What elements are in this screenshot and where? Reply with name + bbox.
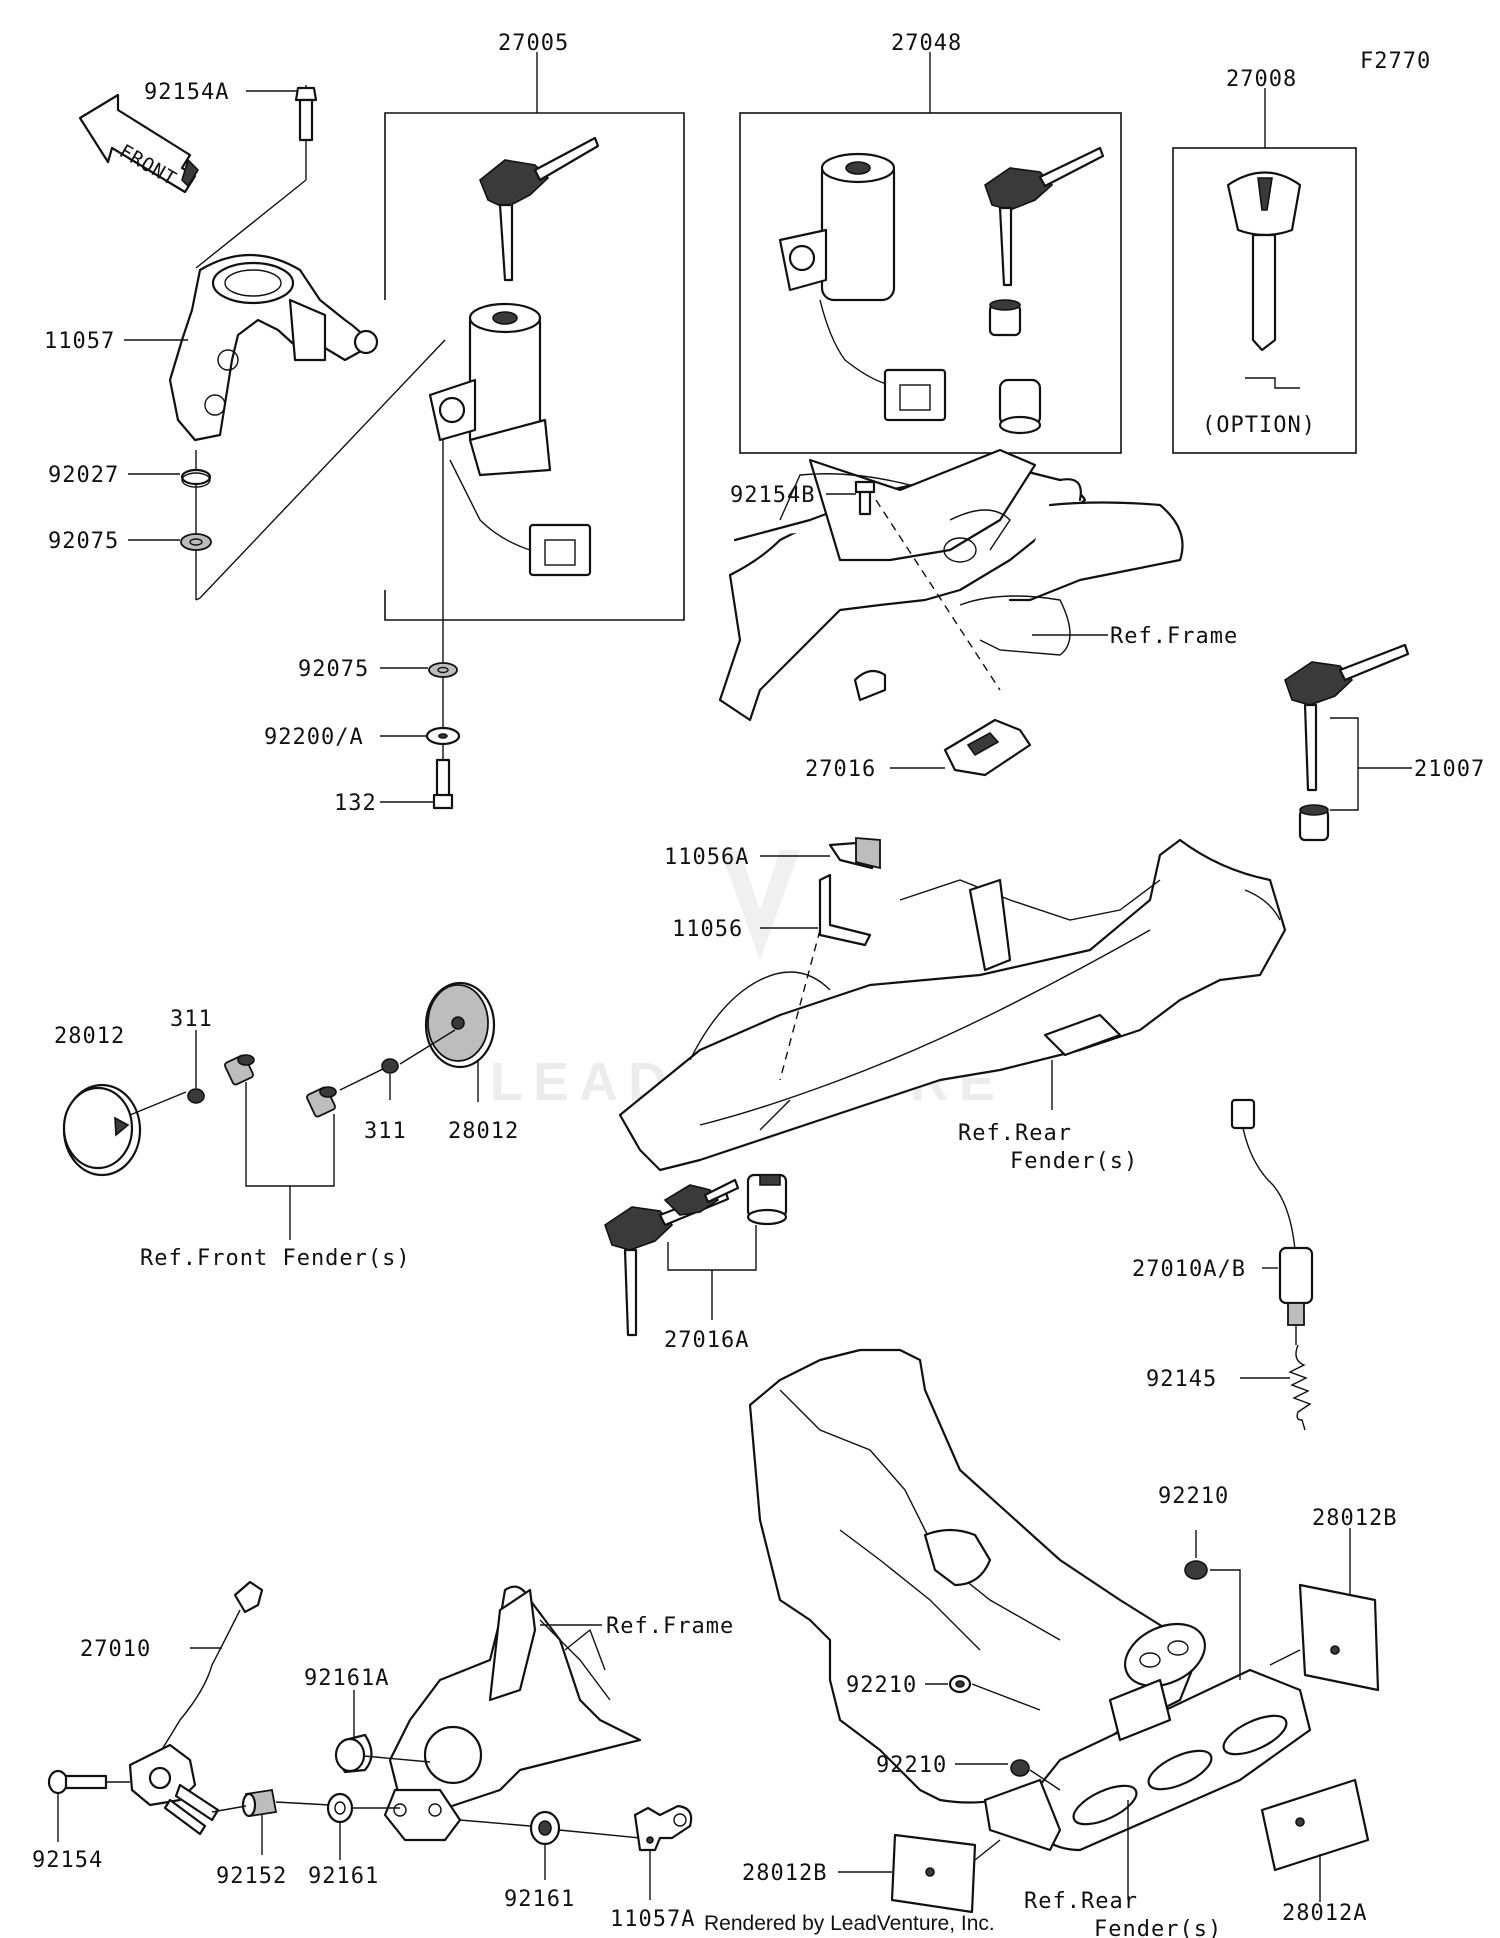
group-27005-box xyxy=(384,112,685,621)
nut-92210-b-icon xyxy=(948,1674,972,1694)
bracket-11057A-icon xyxy=(633,1804,693,1852)
label-92154A[interactable]: 92154A xyxy=(144,80,229,105)
spring-92145-icon xyxy=(1288,1344,1312,1431)
label-28012B-bot[interactable]: 28012B xyxy=(742,1861,827,1886)
nut-311-b-icon xyxy=(381,1058,399,1074)
label-11057[interactable]: 11057 xyxy=(44,329,115,354)
key-icon xyxy=(479,136,600,282)
label-11056A[interactable]: 11056A xyxy=(664,845,749,870)
ref-rear-fender-mid-1: Ref.Rear xyxy=(958,1121,1072,1146)
label-92210-a[interactable]: 92210 xyxy=(1158,1484,1229,1509)
key-21007-icon xyxy=(1284,643,1410,842)
bracket-11056-icon xyxy=(818,873,872,947)
footer-text: Rendered by LeadVenture, Inc. xyxy=(704,1912,995,1935)
rear-fender-middle-icon xyxy=(618,838,1287,1172)
spacer-right-icon xyxy=(306,1086,337,1118)
label-27016A[interactable]: 27016A xyxy=(664,1328,749,1353)
frame-section-bottom-icon xyxy=(383,1585,642,1842)
reflector-28012-right-icon xyxy=(424,981,496,1069)
label-28012-b[interactable]: 28012 xyxy=(448,1119,519,1144)
label-11056[interactable]: 11056 xyxy=(672,917,743,942)
rear-fender-bottom-icon xyxy=(748,1348,1312,1852)
label-27010AB[interactable]: 27010A/B xyxy=(1132,1257,1246,1282)
key-blank-icon xyxy=(1226,171,1302,389)
grommet-92161A-icon xyxy=(334,1733,373,1774)
label-11057A[interactable]: 11057A xyxy=(610,1907,695,1932)
ref-rear-fender-mid-2: Fender(s) xyxy=(1010,1149,1138,1174)
washer-92075-icon xyxy=(180,533,212,551)
spacer-92152-icon xyxy=(241,1788,278,1818)
key-27016A-icon xyxy=(604,1178,740,1337)
reflector-28012A-icon xyxy=(1260,1778,1370,1872)
handlebar-bracket-11057 xyxy=(168,85,379,442)
label-92154[interactable]: 92154 xyxy=(32,1848,103,1873)
grommet-92161-b-icon xyxy=(529,1810,561,1846)
group-27005[interactable]: 27005 xyxy=(199,31,685,621)
label-92161A[interactable]: 92161A xyxy=(304,1666,389,1691)
ignition-switch-icon xyxy=(428,302,592,577)
label-92161-b[interactable]: 92161 xyxy=(504,1887,575,1912)
grommet-92161-a-icon xyxy=(326,1792,354,1824)
washer-92200-icon xyxy=(425,726,461,746)
switch-27010-icon xyxy=(128,1580,264,1836)
bolt-92154-icon xyxy=(47,1769,108,1795)
label-92075-a[interactable]: 92075 xyxy=(48,529,119,554)
label-27010[interactable]: 27010 xyxy=(80,1637,151,1662)
label-311-a[interactable]: 311 xyxy=(170,1007,213,1032)
bolt-92154B-icon xyxy=(854,480,876,516)
ref-rear-fender-bot-2: Fender(s) xyxy=(1094,1917,1222,1938)
label-21007[interactable]: 21007 xyxy=(1414,757,1485,782)
label-28012B-top[interactable]: 28012B xyxy=(1312,1506,1397,1531)
ref-frame-top: Ref.Frame xyxy=(1110,624,1238,649)
label-92161-a[interactable]: 92161 xyxy=(308,1864,379,1889)
ignition-switch-icon-2 xyxy=(778,152,947,422)
label-28012-a[interactable]: 28012 xyxy=(54,1024,125,1049)
label-92210-b[interactable]: 92210 xyxy=(846,1673,917,1698)
nut-92210-c-icon xyxy=(1010,1759,1030,1777)
label-92154B[interactable]: 92154B xyxy=(730,483,815,508)
label-27005[interactable]: 27005 xyxy=(498,31,569,56)
watermark-logo xyxy=(720,850,800,960)
nut-92210-a-icon xyxy=(1184,1560,1208,1580)
washer-92027-icon xyxy=(180,468,212,488)
label-92027[interactable]: 92027 xyxy=(48,463,119,488)
label-92200A[interactable]: 92200/A xyxy=(264,725,364,750)
reflector-28012B-top-icon xyxy=(1298,1583,1380,1692)
label-27048[interactable]: 27048 xyxy=(891,31,962,56)
spacer-left-icon xyxy=(224,1054,255,1086)
label-28012A[interactable]: 28012A xyxy=(1282,1901,1367,1926)
label-311-b[interactable]: 311 xyxy=(364,1119,407,1144)
label-27008[interactable]: 27008 xyxy=(1226,67,1297,92)
ref-front-fender: Ref.Front Fender(s) xyxy=(140,1246,411,1271)
label-92145[interactable]: 92145 xyxy=(1146,1367,1217,1392)
frame-section-top-icon xyxy=(718,448,1184,722)
reflector-28012B-bot-icon xyxy=(890,1833,977,1914)
label-92075-b[interactable]: 92075 xyxy=(298,657,369,682)
label-92152[interactable]: 92152 xyxy=(216,1864,287,1889)
lock-cylinder-27016A-icon xyxy=(746,1173,788,1226)
switch-27010AB-icon xyxy=(1230,1098,1314,1345)
key-icon-2 xyxy=(984,146,1105,287)
label-27016[interactable]: 27016 xyxy=(805,757,876,782)
group-27048[interactable]: 27048 xyxy=(739,31,1122,454)
ref-frame-bottom: Ref.Frame xyxy=(606,1614,734,1639)
lock-cylinder-icon xyxy=(988,299,1042,435)
label-132[interactable]: 132 xyxy=(334,791,377,816)
label-92210-c[interactable]: 92210 xyxy=(876,1753,947,1778)
bolt-132-icon xyxy=(432,758,454,810)
front-arrow-icon: FRONT xyxy=(78,93,200,194)
diagram-code: F2770 xyxy=(1360,49,1431,74)
option-note: (OPTION) xyxy=(1202,413,1316,438)
nut-311-a-icon xyxy=(187,1088,205,1104)
reflector-28012-left-icon xyxy=(62,1083,142,1177)
seat-lock-27016-icon xyxy=(943,718,1032,777)
clip-11056A-icon xyxy=(828,837,881,870)
group-27008[interactable]: 27008 (OPTION) xyxy=(1172,67,1357,454)
washer-92075-b-icon xyxy=(428,662,458,678)
ref-rear-fender-bot-1: Ref.Rear xyxy=(1024,1889,1138,1914)
